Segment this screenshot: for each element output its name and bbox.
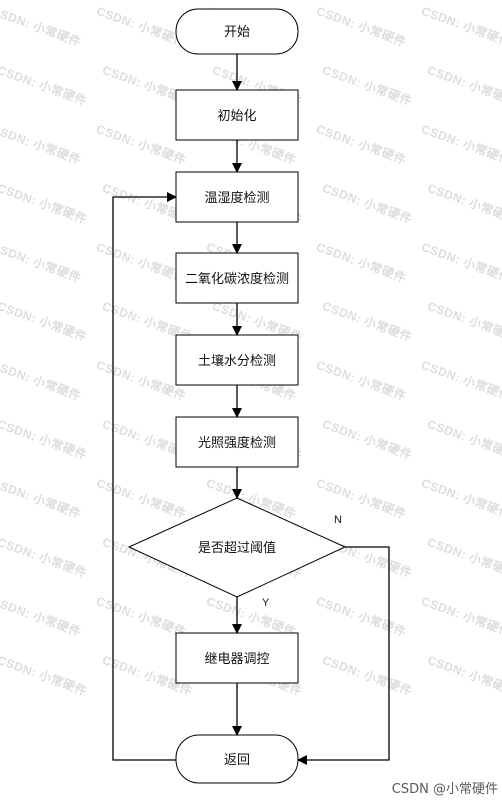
relay-label: 继电器调控 [204, 652, 269, 667]
co2-label: 二氧化碳浓度检测 [185, 271, 289, 287]
init-label: 初始化 [217, 109, 256, 124]
yes-branch-label: Y [262, 597, 270, 609]
init-box [175, 89, 299, 141]
credit-watermark: CSDN @小常硬件 [391, 782, 498, 797]
light-label: 光照强度检测 [198, 435, 276, 451]
no-branch-label: N [334, 514, 342, 526]
temp-humidity-label: 温湿度检测 [204, 190, 269, 206]
arrow-return-loop-to-temp [112, 192, 177, 761]
return-label: 返回 [224, 753, 250, 768]
soil-moisture-label: 土壤水分检测 [198, 353, 276, 369]
co2-box [175, 252, 299, 304]
arrow-decision-no-to-return [297, 546, 390, 765]
start-label: 开始 [224, 25, 250, 40]
decision-label: 是否超过阈值 [198, 540, 276, 556]
